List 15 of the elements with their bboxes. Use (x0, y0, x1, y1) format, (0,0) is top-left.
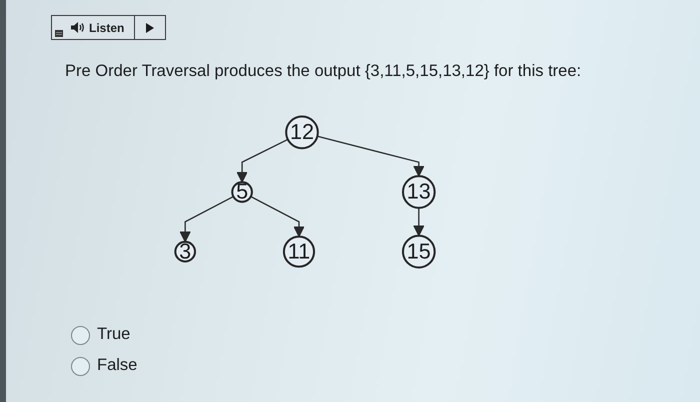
tree-node-circle: 13 (402, 175, 436, 209)
arrow (180, 196, 234, 242)
arrow (250, 196, 305, 238)
listen-button: Listen (52, 16, 136, 39)
tree-node-circle: 12 (285, 116, 319, 150)
arrow (236, 138, 288, 183)
option-label: True (97, 325, 130, 344)
tree-node-circle: 11 (282, 236, 316, 268)
option-label: False (97, 356, 138, 375)
arrow (317, 136, 424, 177)
question-text: Pre Order Traversal produces the output {3,11,5,15,13,12} for this tree: (65, 62, 582, 81)
tree-node-circle: 5 (231, 180, 253, 204)
tree-node-circle: 15 (402, 234, 436, 268)
arrow (413, 208, 424, 236)
tree-node-circle: 3 (174, 239, 196, 264)
